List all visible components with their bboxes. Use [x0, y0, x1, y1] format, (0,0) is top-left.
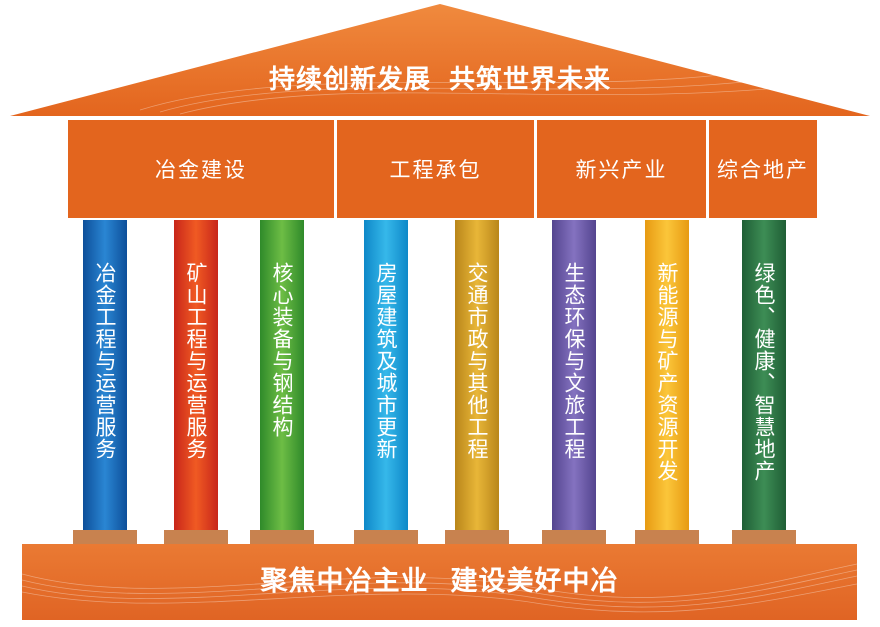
pillar-label: 核心装备与钢结构: [270, 262, 294, 438]
pillar-label: 新能源与矿产资源开发: [655, 262, 679, 482]
foundation: 聚焦中冶主业建设美好中冶: [22, 544, 857, 620]
beam-emerging-industries: 新兴产业: [537, 120, 706, 218]
foundation-wave-decoration: [22, 563, 857, 613]
plinth: [354, 530, 418, 544]
plinth: [250, 530, 314, 544]
pillar-8: 绿色、健康、智慧地产: [742, 220, 786, 530]
roof-slogan-part1: 持续创新发展: [268, 65, 431, 95]
beam-engineering: 工程承包: [337, 120, 534, 218]
roof-slogan-part2: 共筑世界未来: [449, 65, 612, 95]
pillar-7: 新能源与矿产资源开发: [645, 220, 689, 530]
pillar-5: 交通市政与其他工程: [455, 220, 499, 530]
plinth: [635, 530, 699, 544]
roof: [10, 4, 870, 116]
beam-label: 新兴产业: [575, 158, 668, 182]
plinth: [73, 530, 137, 544]
plinth: [732, 530, 796, 544]
pillar-label: 绿色、健康、智慧地产: [752, 262, 776, 482]
pillar-4: 房屋建筑及城市更新: [364, 220, 408, 530]
pillar-1: 冶金工程与运营服务: [83, 220, 127, 530]
foundation-slogan: 聚焦中冶主业建设美好中冶: [22, 544, 857, 620]
pillar-6: 生态环保与文旅工程: [552, 220, 596, 530]
foundation-slogan-part1: 聚焦中冶主业: [260, 566, 429, 597]
pillar-3: 核心装备与钢结构: [260, 220, 304, 530]
plinth: [542, 530, 606, 544]
beam-real-estate: 综合地产: [709, 120, 817, 218]
pillar-label: 房屋建筑及城市更新: [374, 262, 398, 460]
pillar-label: 冶金工程与运营服务: [93, 262, 117, 460]
roof-triangle: [10, 4, 870, 116]
plinth: [164, 530, 228, 544]
beam-label: 工程承包: [389, 158, 482, 182]
beam-metallurgy: 冶金建设: [68, 120, 334, 218]
roof-slogan: 持续创新发展共筑世界未来: [0, 60, 880, 100]
beam-label: 冶金建设: [155, 158, 247, 182]
pillar-2: 矿山工程与运营服务: [174, 220, 218, 530]
pillar-label: 矿山工程与运营服务: [184, 262, 208, 460]
pillar-label: 生态环保与文旅工程: [562, 262, 586, 460]
foundation-slogan-part2: 建设美好中冶: [450, 566, 619, 597]
beam-label: 综合地产: [717, 158, 809, 182]
plinth: [445, 530, 509, 544]
pillar-label: 交通市政与其他工程: [465, 262, 489, 460]
